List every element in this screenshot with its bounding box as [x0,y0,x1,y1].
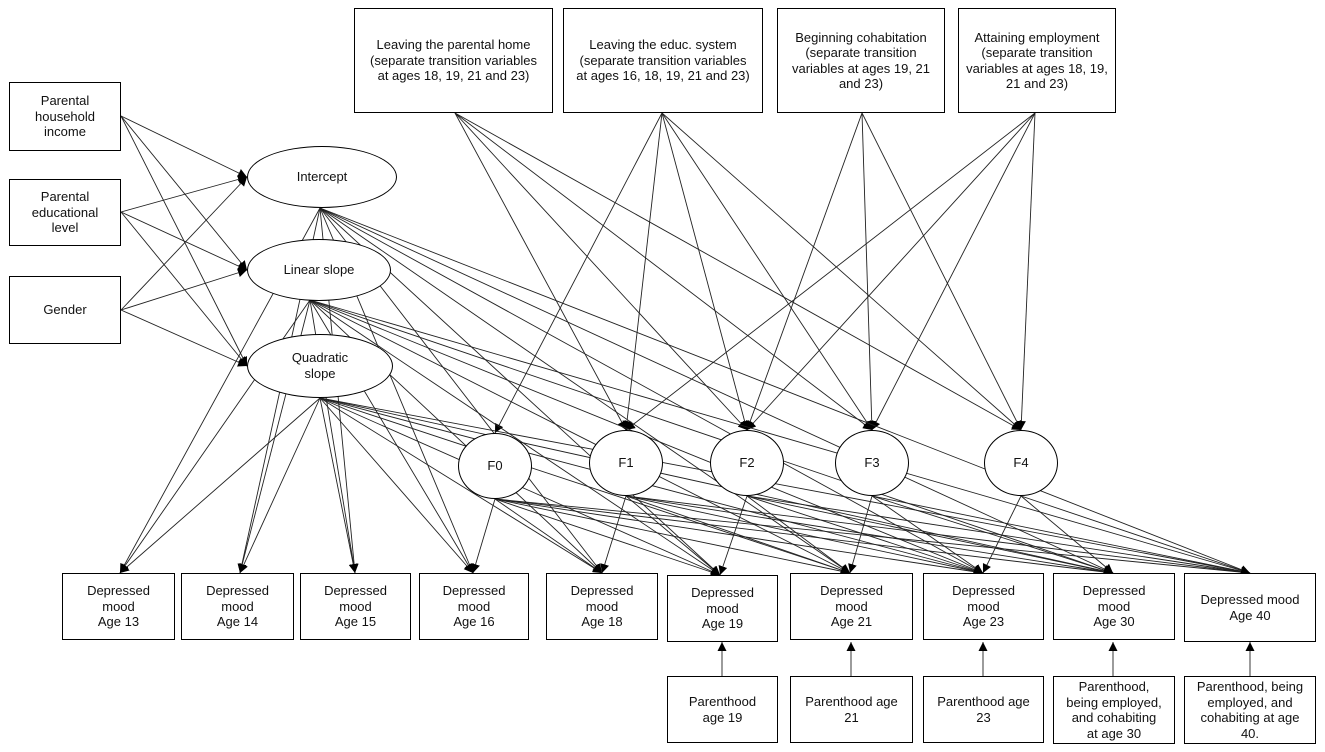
gfQ-to-out2-arrow [319,397,358,574]
gfI-to-out9-arrow [319,207,1251,574]
gfQ-to-out8-arrow [319,397,1114,576]
f1-to-out4-arrow [600,495,627,574]
gfQ-to-out1-arrow [239,397,321,574]
f1-to-out9-arrow [625,495,1251,577]
tr2-to-f4-arrow [861,112,1022,431]
f3-to-out8-arrow [871,495,1114,575]
gfQ-to-out9-arrow [319,397,1251,576]
parenthood-age-23: Parenthood age 23 [923,676,1044,743]
outcome-age-15: Depressed mood Age 15 [300,573,411,640]
factor-f4: F4 [984,430,1058,496]
f0-to-out6-arrow [494,498,851,576]
gfL-to-out8-arrow [309,299,1114,575]
outcome-age-18: Depressed mood Age 18 [546,573,658,640]
outcome-age-19: Depressed mood Age 19 [667,575,778,642]
parenthood-age-40: Parenthood, being employed, and cohabiti… [1184,676,1316,744]
outcome-age-30: Depressed mood Age 30 [1053,573,1175,640]
outcome-age-23: Depressed mood Age 23 [923,573,1044,640]
tr3-to-f3-arrow [871,112,1036,431]
tr0-to-f4-arrow [454,112,1022,431]
gfI-to-out7-arrow [319,207,984,574]
cov2-to-gf2-arrow [120,309,248,367]
tr2-to-f3-arrow [861,112,877,431]
cov1-to-gf1-arrow [120,211,248,271]
transition-employment: Attaining employment (separate transitio… [958,8,1116,113]
cov2-to-gf0-arrow [120,176,248,311]
f1-to-out5-arrow [625,495,721,576]
tr0-to-f2-arrow [454,112,748,431]
cov0-to-gf1-arrow [120,115,248,271]
gfL-to-out6-arrow [309,299,851,574]
factor-f1: F1 [589,430,663,496]
parenthood-age-21: Parenthood age 21 [790,676,913,743]
f2-to-out7-arrow [746,495,984,575]
tr1-to-f0-arrow [494,112,663,434]
gfQ-to-out6-arrow [319,397,851,575]
quadratic-slope-oval: Quadratic slope [247,334,393,398]
f2-to-out9-arrow [746,495,1251,577]
factor-f3: F3 [835,430,909,496]
outcome-age-21: Depressed mood Age 21 [790,573,913,640]
outcome-age-40: Depressed mood Age 40 [1184,573,1316,642]
f4-to-out8-arrow [1020,495,1114,574]
tr1-to-f2-arrow [661,112,750,431]
transition-cohabitation: Beginning cohabitation (separate transit… [777,8,945,113]
f3-to-out6-arrow [848,495,873,574]
tr1-to-f1-arrow [622,112,663,431]
f2-to-out8-arrow [746,495,1114,576]
parenthood-age-19: Parenthood age 19 [667,676,778,743]
gfI-to-out8-arrow [319,207,1114,574]
gfQ-to-out0-arrow [119,397,321,574]
linear-slope-oval: Linear slope [247,239,391,301]
tr0-to-f1-arrow [454,112,627,431]
cov2-to-gf1-arrow [120,268,248,311]
gfQ-to-out3-arrow [319,397,474,574]
tr1-to-f3-arrow [661,112,873,431]
cov1-to-gf0-arrow [120,175,248,213]
f4-to-out9-arrow [1020,495,1251,575]
tr0-to-f3-arrow [454,112,873,431]
outcome-age-14: Depressed mood Age 14 [181,573,294,640]
f0-to-out9-arrow [494,498,1251,577]
covariate-gender: Gender [9,276,121,344]
f3-to-out9-arrow [871,495,1251,576]
transition-leaving-home: Leaving the parental home (separate tran… [354,8,553,113]
tr2-to-f2-arrow [745,112,863,431]
f0-to-out3-arrow [471,498,496,574]
covariate-parental-education: Parental educational level [9,179,121,246]
gfL-to-out9-arrow [309,299,1251,575]
parenthood-age-30: Parenthood, being employed, and cohabiti… [1053,676,1175,744]
f1-to-out8-arrow [625,495,1114,577]
cov0-to-gf0-arrow [120,115,248,178]
gfI-to-out6-arrow [319,207,851,574]
f1-to-out7-arrow [625,495,984,576]
factor-f0: F0 [458,433,532,499]
outcome-age-16: Depressed mood Age 16 [419,573,529,640]
tr3-to-f2-arrow [746,112,1036,431]
gfQ-to-out4-arrow [319,397,603,574]
f2-to-out5-arrow [718,495,748,576]
f0-to-out5-arrow [494,498,721,577]
f3-to-out7-arrow [871,495,984,574]
f0-to-out7-arrow [494,498,984,577]
f1-to-out6-arrow [625,495,851,575]
tr1-to-f4-arrow [661,112,1022,431]
f0-to-out8-arrow [494,498,1114,577]
f0-to-out4-arrow [494,498,603,574]
f4-to-out7-arrow [982,495,1022,574]
covariate-parental-income: Parental household income [9,82,121,151]
intercept-oval: Intercept [247,146,397,208]
cov1-to-gf2-arrow [120,211,248,367]
tr3-to-f1-arrow [625,112,1036,431]
transition-leaving-education: Leaving the educ. system (separate trans… [563,8,763,113]
f2-to-out6-arrow [746,495,851,574]
factor-f2: F2 [710,430,784,496]
outcome-age-13: Depressed mood Age 13 [62,573,175,640]
tr3-to-f4-arrow [1016,112,1036,431]
